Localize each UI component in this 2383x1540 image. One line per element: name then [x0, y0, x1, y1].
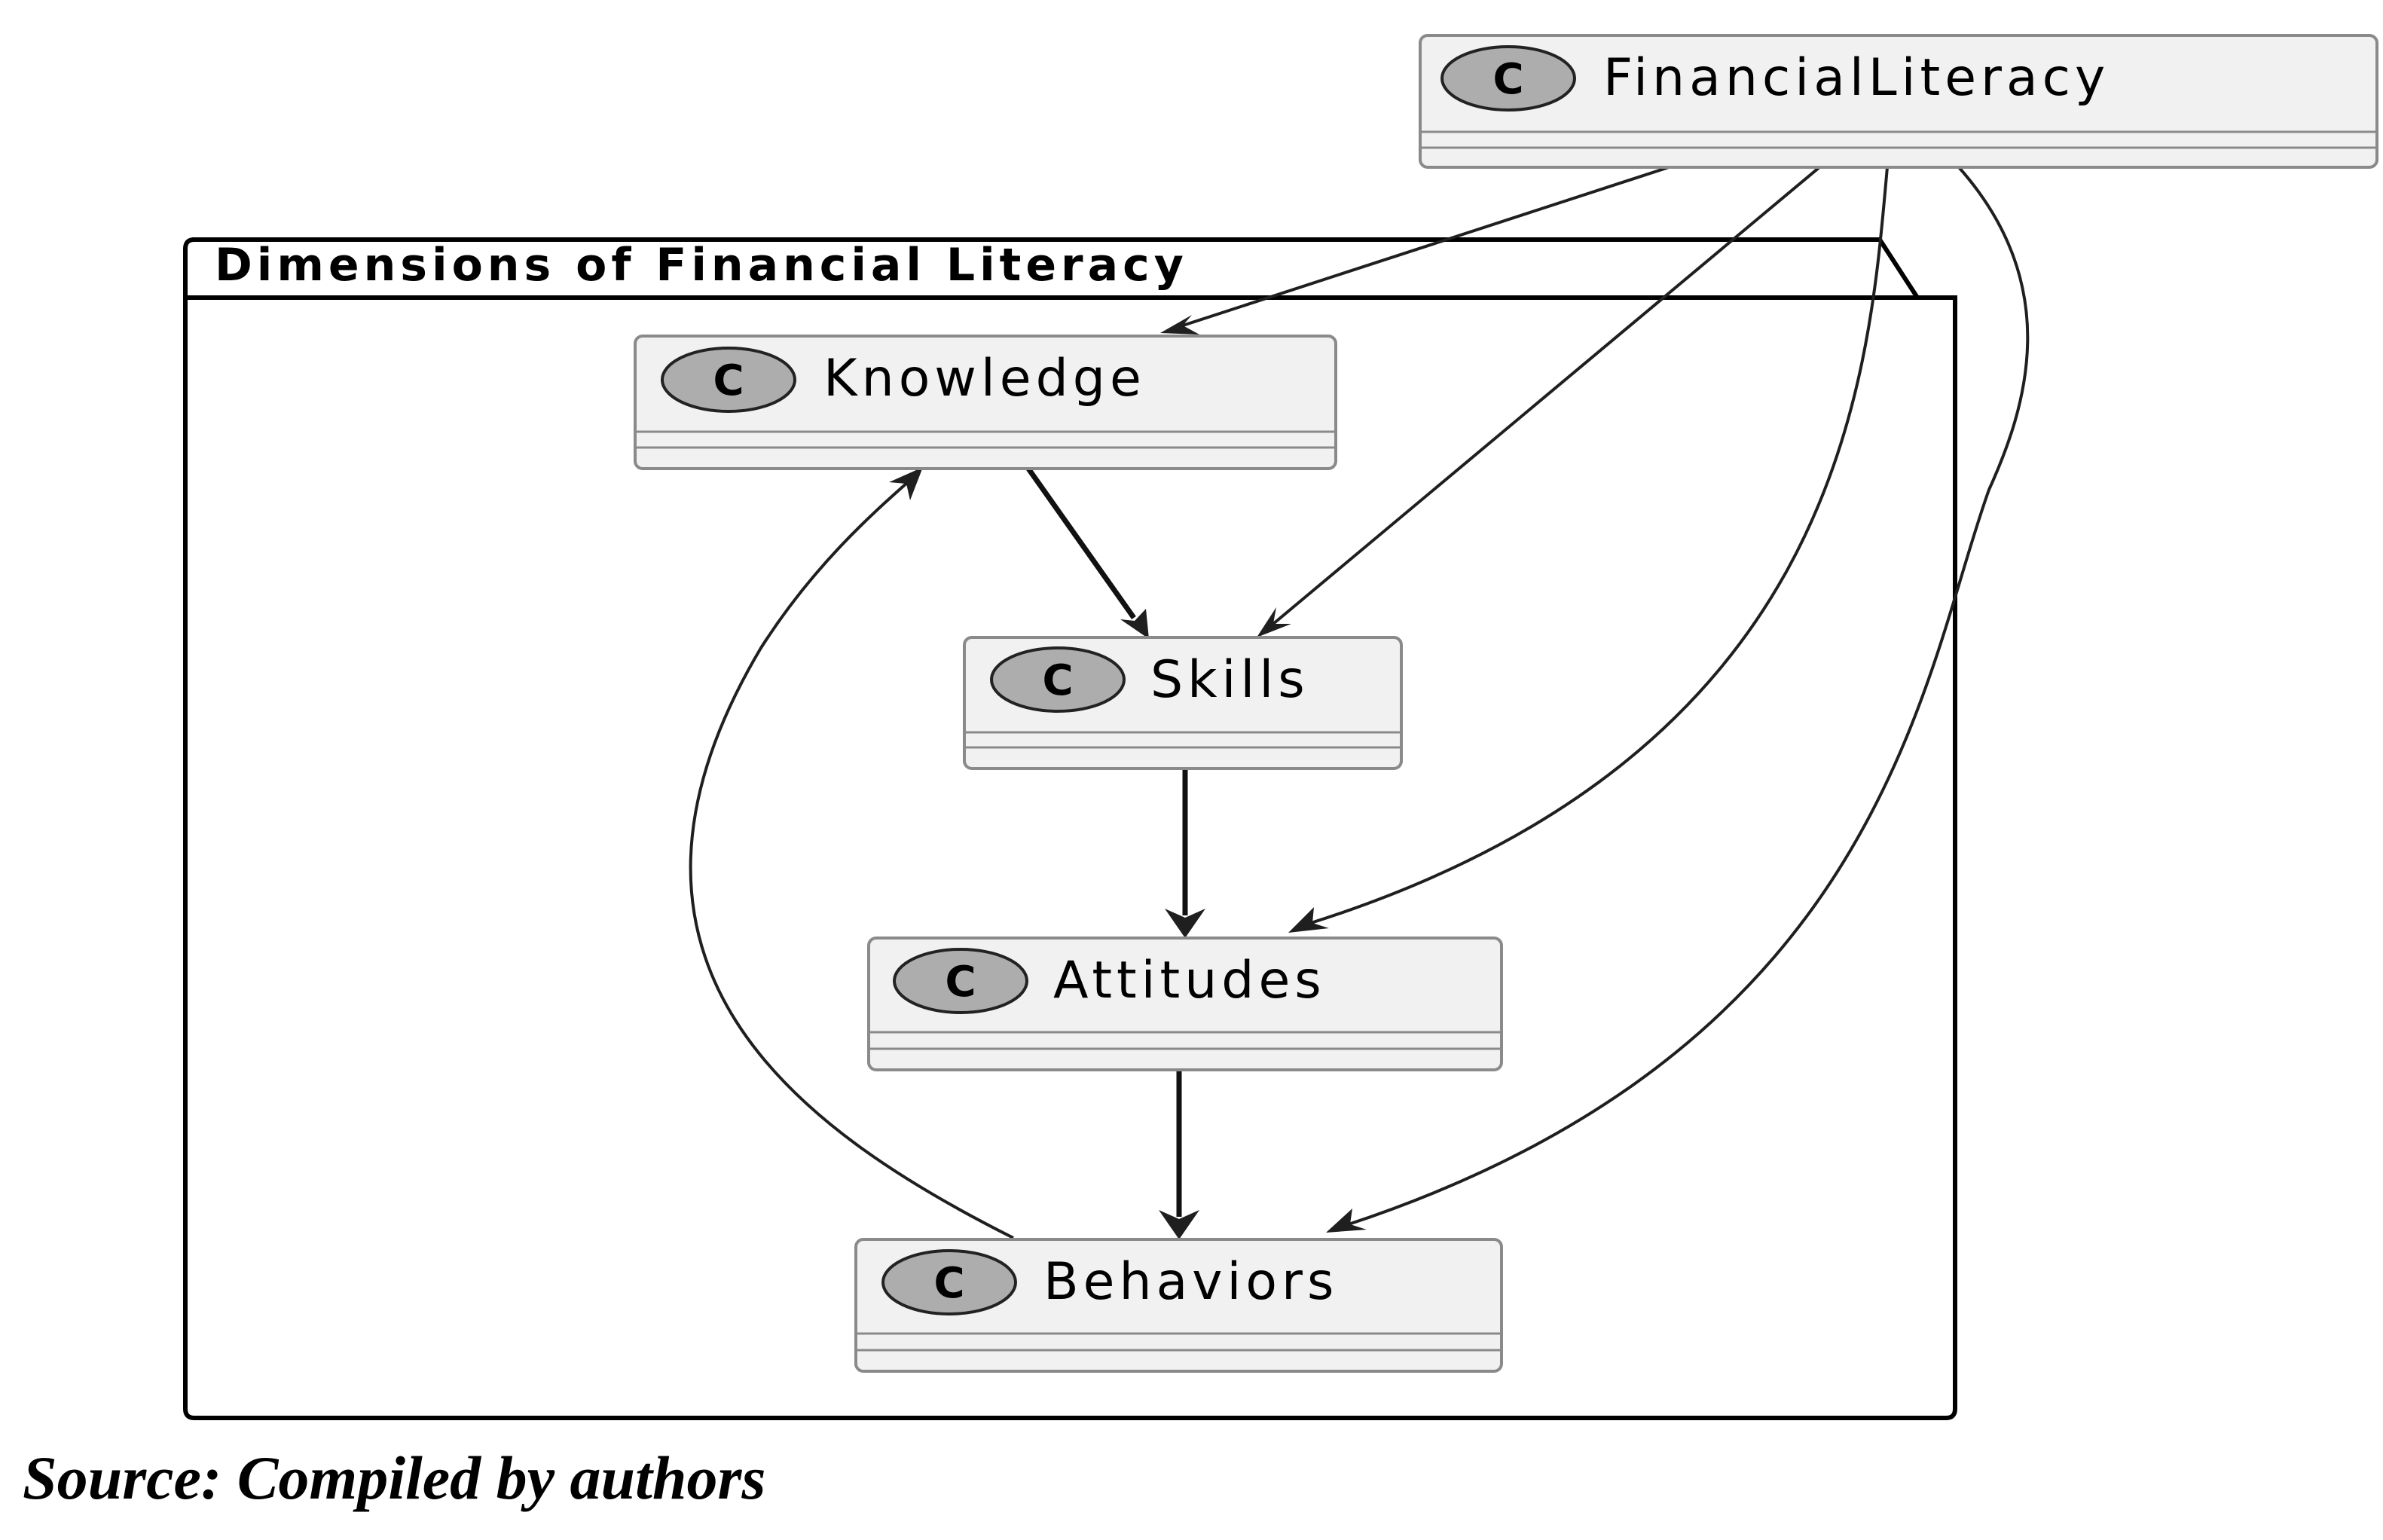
package-title: Dimensions of Financial Literacy [215, 239, 1188, 292]
edge-attitudes-to-behaviors [1159, 1070, 1199, 1239]
class-badge-icon [893, 948, 1028, 1014]
class-badge-letter: C [713, 356, 744, 405]
edge-financialliteracy-to-behaviors [1326, 166, 2030, 1233]
edge-skills-to-attitudes [1165, 768, 1205, 938]
class-name: Attitudes [1053, 951, 1326, 1010]
class-badge-letter: C [933, 1259, 964, 1308]
class-name: Skills [1150, 650, 1309, 710]
class-badge-icon [990, 646, 1126, 713]
class-badge-icon [661, 347, 796, 413]
edge-financialliteracy-to-skills [1257, 166, 1821, 637]
source-caption: Source: Compiled by authors [23, 1444, 766, 1512]
class-skills[interactable]: C Skills [963, 636, 1403, 770]
class-name: Behaviors [1043, 1252, 1338, 1312]
edge-behaviors-to-knowledge [689, 467, 1014, 1239]
class-badge-letter: C [945, 958, 976, 1007]
edges [689, 166, 2030, 1239]
class-badge-icon [1440, 45, 1576, 112]
package-frame [183, 237, 1957, 1420]
class-badge-letter: C [1042, 656, 1073, 705]
class-name: Knowledge [823, 349, 1146, 408]
edge-knowledge-to-skills [1026, 466, 1149, 639]
class-badge-letter: C [1492, 55, 1523, 104]
class-financialliteracy[interactable]: C FinancialLiteracy [1419, 34, 2378, 169]
package-dimensions-of-financial-literacy: Dimensions of Financial Literacy [183, 237, 1957, 1420]
edge-financialliteracy-to-knowledge [1160, 166, 1670, 335]
edge-financialliteracy-to-attitudes [1288, 167, 1889, 933]
class-badge-icon [881, 1249, 1017, 1315]
class-behaviors[interactable]: C Behaviors [854, 1238, 1503, 1373]
class-knowledge[interactable]: C Knowledge [634, 335, 1337, 470]
class-attitudes[interactable]: C Attitudes [867, 937, 1503, 1071]
class-name: FinancialLiteracy [1603, 48, 2110, 108]
